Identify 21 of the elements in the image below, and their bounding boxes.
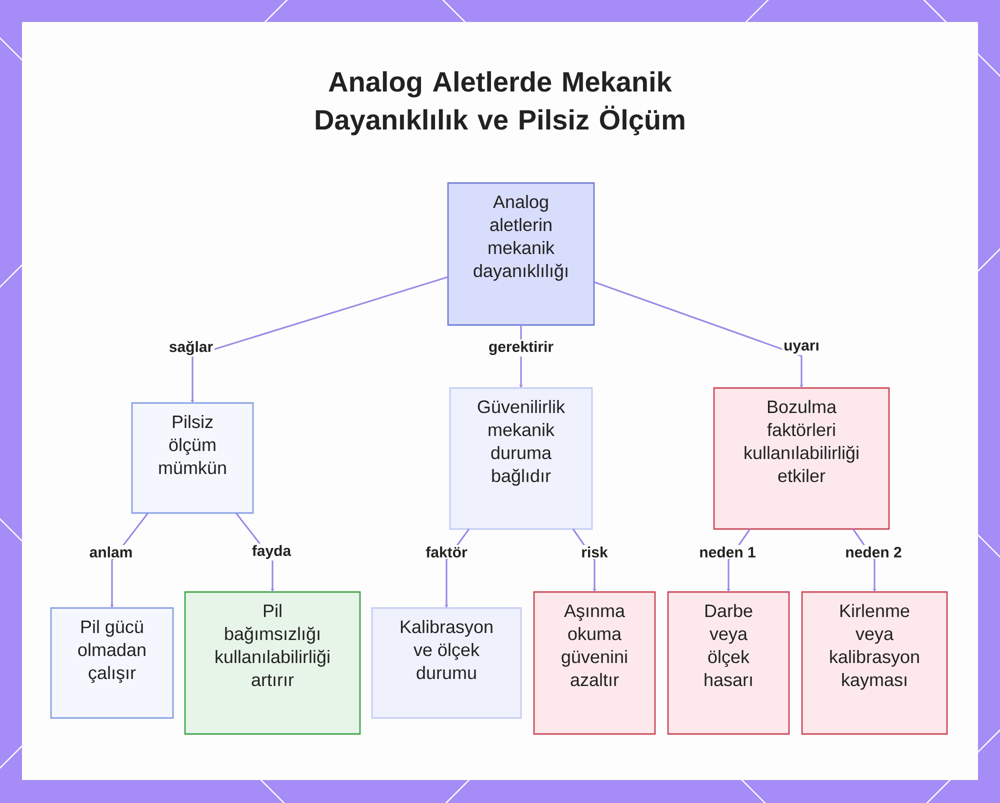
edge-label: gerektirir: [487, 339, 556, 357]
edge-label: neden 2: [844, 545, 904, 560]
edge-label: fayda: [250, 544, 293, 560]
concept-box: Darbe veya ölçek hasarı: [667, 591, 790, 735]
concept-box: Güvenilirlik mekanik duruma bağlıdır: [449, 387, 593, 530]
concept-box: Analog aletlerin mekanik dayanıklılığı: [447, 182, 595, 326]
concept-box: Pil bağımsızlığı kullanılabilirliği artırır: [184, 591, 361, 735]
concept-box: Pilsiz ölçüm mümkün: [131, 402, 254, 514]
title: Analog Aletlerde Mekanik Dayanıklılık ve Pilsiz Ölçüm: [316, 71, 684, 136]
edge-label: sağlar: [167, 339, 215, 357]
concept-box: Aşınma okuma güvenini azaltır: [533, 591, 656, 735]
concept-box: Pil gücü olmadan çalışır: [50, 607, 174, 719]
concept-box: Kalibrasyon ve ölçek durumu: [371, 607, 522, 719]
edge-label: neden 1: [698, 545, 758, 560]
edge-label: anlam: [88, 545, 134, 560]
edge-label: faktör: [424, 545, 469, 560]
edge-label: risk: [580, 545, 610, 560]
concept-box: Kirlenme veya kalibrasyon kayması: [801, 591, 948, 735]
edge-label: uyarı: [782, 340, 821, 356]
connector: [594, 281, 804, 388]
concept-box: Bozulma faktörleri kullanılabilirliği etkiler: [713, 387, 890, 530]
